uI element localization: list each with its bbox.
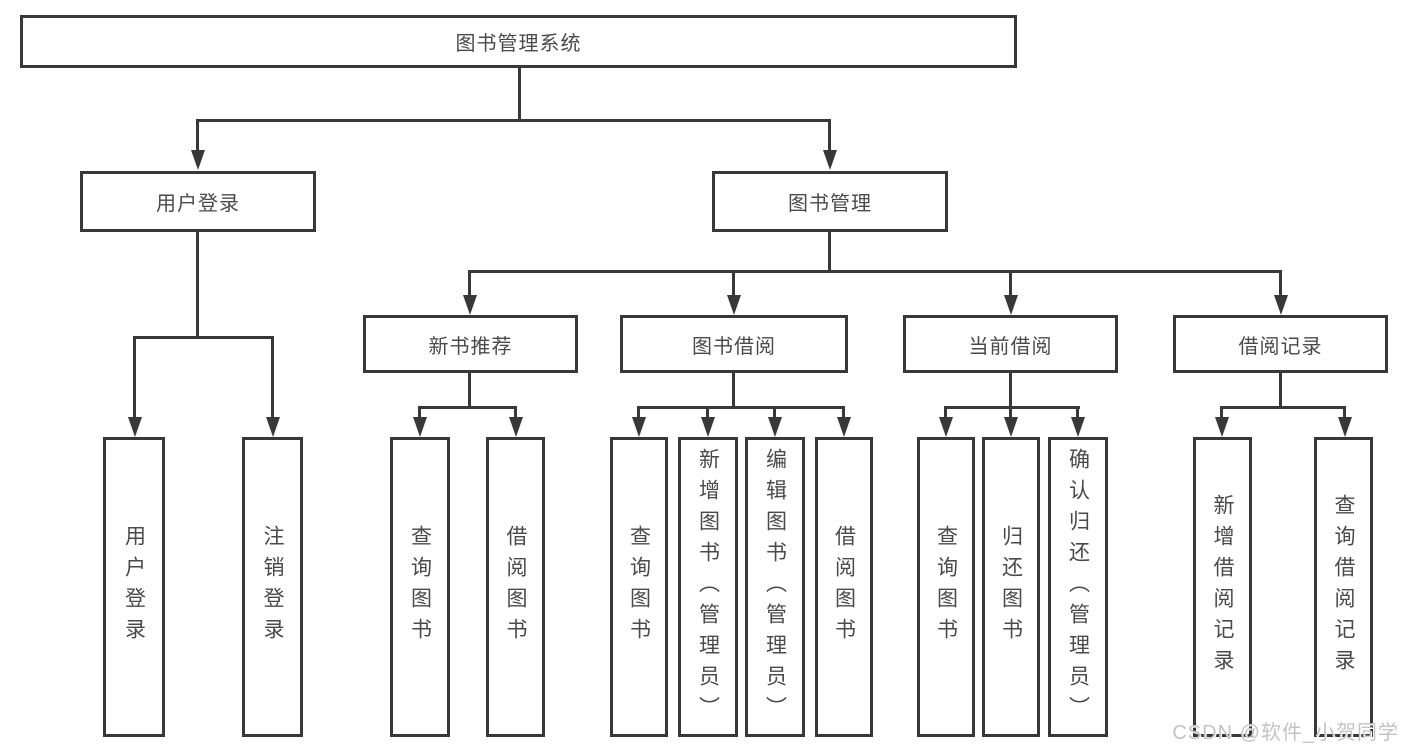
arrow-down-icon	[133, 336, 136, 417]
arrow-down-icon	[842, 406, 845, 417]
leaf-borrow-books: 借阅图书	[815, 437, 873, 737]
connector-line	[1009, 373, 1012, 409]
arrow-down-icon	[1009, 406, 1012, 417]
arrow-down-icon	[1076, 406, 1079, 417]
arrow-down-icon	[196, 119, 199, 150]
leaf-label: 新增图书（管理员）	[696, 447, 720, 727]
leaf-label: 归还图书	[999, 525, 1023, 649]
node-label: 用户登录	[156, 193, 240, 215]
node-label: 新书推荐	[428, 335, 513, 358]
leaf-add-borrow-record: 新增借阅记录	[1193, 437, 1252, 737]
node-label: 图书管理系统	[455, 33, 582, 55]
connector-line	[944, 406, 1080, 409]
leaf-label: 查询图书	[627, 525, 651, 649]
leaf-add-books-admin: 新增图书（管理员）	[678, 437, 738, 737]
node-borrowing-records: 借阅记录	[1173, 315, 1388, 373]
arrow-down-icon	[944, 406, 947, 417]
leaf-search-books: 查询图书	[390, 437, 450, 737]
leaf-user-login: 用户登录	[103, 437, 165, 737]
leaf-borrow-books: 借阅图书	[486, 437, 545, 737]
node-label: 图书管理	[788, 193, 872, 215]
connector-line	[196, 119, 831, 122]
node-label: 图书借阅	[692, 335, 776, 358]
connector-line	[1279, 373, 1282, 409]
connector-line	[732, 373, 735, 409]
arrow-down-icon	[637, 406, 640, 417]
leaf-label: 注销登录	[261, 525, 284, 649]
connector-line	[418, 406, 517, 409]
leaf-search-borrow-record: 查询借阅记录	[1314, 437, 1373, 737]
connector-line	[133, 336, 274, 339]
leaf-label: 编辑图书（管理员）	[763, 447, 787, 727]
node-new-book-recommendation: 新书推荐	[363, 315, 578, 373]
leaf-search-books: 查询图书	[917, 437, 975, 737]
leaf-label: 查询图书	[408, 525, 432, 649]
leaf-label: 借阅图书	[504, 525, 527, 649]
arrow-down-icon	[1343, 406, 1346, 417]
node-book-management: 图书管理	[712, 171, 948, 232]
leaf-label: 借阅图书	[832, 525, 856, 649]
leaf-edit-books-admin: 编辑图书（管理员）	[745, 437, 805, 737]
arrow-down-icon	[1009, 270, 1012, 295]
arrow-down-icon	[418, 406, 421, 417]
arrow-down-icon	[828, 119, 831, 150]
connector-line	[468, 373, 471, 409]
node-label: 借阅记录	[1238, 335, 1323, 358]
arrow-down-icon	[706, 406, 709, 417]
arrow-down-icon	[468, 270, 471, 295]
leaf-label: 新增借阅记录	[1211, 494, 1234, 680]
node-user-login: 用户登录	[80, 171, 316, 232]
arrow-down-icon	[514, 406, 517, 417]
leaf-return-books: 归还图书	[982, 437, 1040, 737]
node-book-borrowing: 图书借阅	[620, 315, 848, 373]
connector-line	[1220, 406, 1346, 409]
csdn-watermark: CSDN @软件_小贺同学	[1172, 722, 1399, 744]
leaf-label: 确认归还（管理员）	[1066, 447, 1090, 727]
leaf-label: 用户登录	[122, 525, 146, 649]
leaf-label: 查询图书	[934, 525, 958, 649]
arrow-down-icon	[1279, 270, 1282, 295]
node-current-borrowing: 当前借阅	[903, 315, 1118, 373]
arrow-down-icon	[732, 270, 735, 295]
arrow-down-icon	[1220, 406, 1223, 417]
node-library-management-system: 图书管理系统	[20, 15, 1017, 68]
arrow-down-icon	[773, 406, 776, 417]
node-label: 当前借阅	[968, 335, 1053, 358]
connector-line	[518, 68, 521, 122]
arrow-down-icon	[271, 336, 274, 417]
leaf-label: 查询借阅记录	[1332, 494, 1355, 680]
leaf-confirm-return-admin: 确认归还（管理员）	[1048, 437, 1108, 737]
leaf-search-books: 查询图书	[610, 437, 668, 737]
connector-line	[828, 232, 831, 273]
connector-line	[196, 232, 199, 339]
leaf-logout: 注销登录	[242, 437, 303, 737]
connector-line	[637, 406, 845, 409]
connector-line	[468, 270, 1282, 273]
